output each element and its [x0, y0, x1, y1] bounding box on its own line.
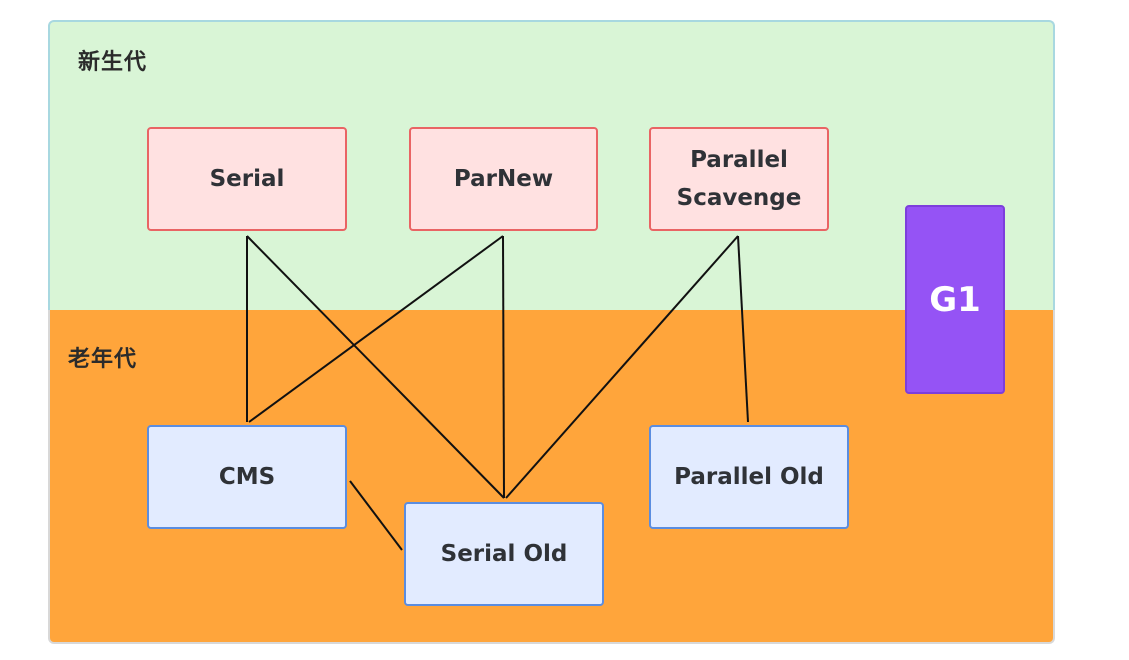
parnew-collector-node: ParNew [409, 127, 598, 231]
serial-collector-node: Serial [147, 127, 347, 231]
cms-collector-node: CMS [147, 425, 347, 529]
g1-collector-node: G1 [905, 205, 1005, 394]
serial-old-collector-node: Serial Old [404, 502, 604, 606]
young-generation-label: 新生代 [78, 50, 148, 75]
parallel-old-collector-node: Parallel Old [649, 425, 849, 529]
parallel-scavenge-collector-node: Parallel Scavenge [649, 127, 829, 231]
old-generation-label: 老年代 [68, 347, 138, 372]
